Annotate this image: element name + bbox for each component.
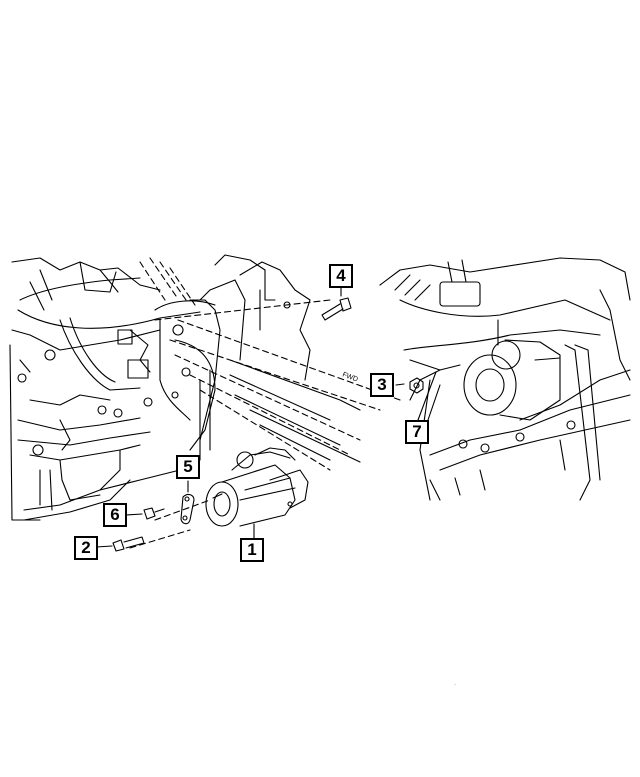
- left-engine-view: [9, 254, 401, 549]
- leader-lines: [95, 286, 441, 548]
- callout-4-bolt[interactable]: 4: [329, 264, 353, 288]
- starter-motor-drawing: [205, 447, 309, 527]
- footer-mark: ·: [454, 682, 456, 688]
- bolt-part-4: [321, 297, 352, 321]
- callout-3-nut[interactable]: 3: [370, 373, 394, 397]
- callout-7-wire-harness[interactable]: 7: [405, 420, 429, 444]
- right-engine-view: [379, 257, 631, 501]
- long-bolt-part-2: [112, 536, 145, 552]
- callout-6-short-bolt[interactable]: 6: [103, 503, 127, 527]
- nut-part-3: [409, 377, 424, 394]
- short-bolt-part-6: [143, 507, 165, 520]
- callout-1-starter-motor[interactable]: 1: [240, 538, 264, 562]
- bracket-part-5: [180, 493, 195, 525]
- callout-2-long-bolt[interactable]: 2: [74, 536, 98, 560]
- callout-5-bracket[interactable]: 5: [176, 455, 200, 479]
